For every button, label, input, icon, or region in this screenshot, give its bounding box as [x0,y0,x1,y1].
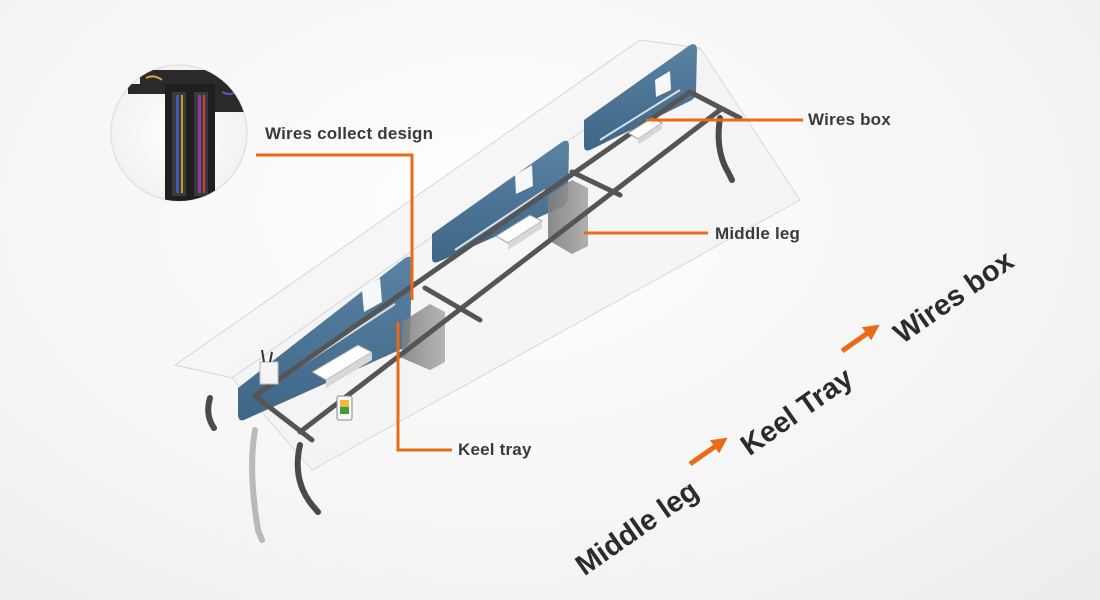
wires-box-icon [311,344,374,388]
leader-keel-tray [396,322,452,452]
leader-wires-collect [256,153,414,300]
callout-wires-collect-design: Wires collect design [265,124,434,143]
callout-keel-tray: Keel tray [458,440,532,459]
pen-holder-icon [259,349,279,385]
desk-legs [205,115,735,543]
phone-icon [336,395,353,421]
divider-panel-3 [584,44,697,151]
callout-middle-leg: Middle leg [715,224,801,243]
callout-wires-box: Wires box [808,110,891,129]
wires-boxes [311,117,663,388]
callout-leaders [256,118,803,452]
wires-box-icon [495,214,544,250]
divider-panel-2 [432,140,569,263]
wires-box-icon [627,117,663,145]
zoom-inset [110,64,248,202]
keel-tray-frame [252,89,743,443]
